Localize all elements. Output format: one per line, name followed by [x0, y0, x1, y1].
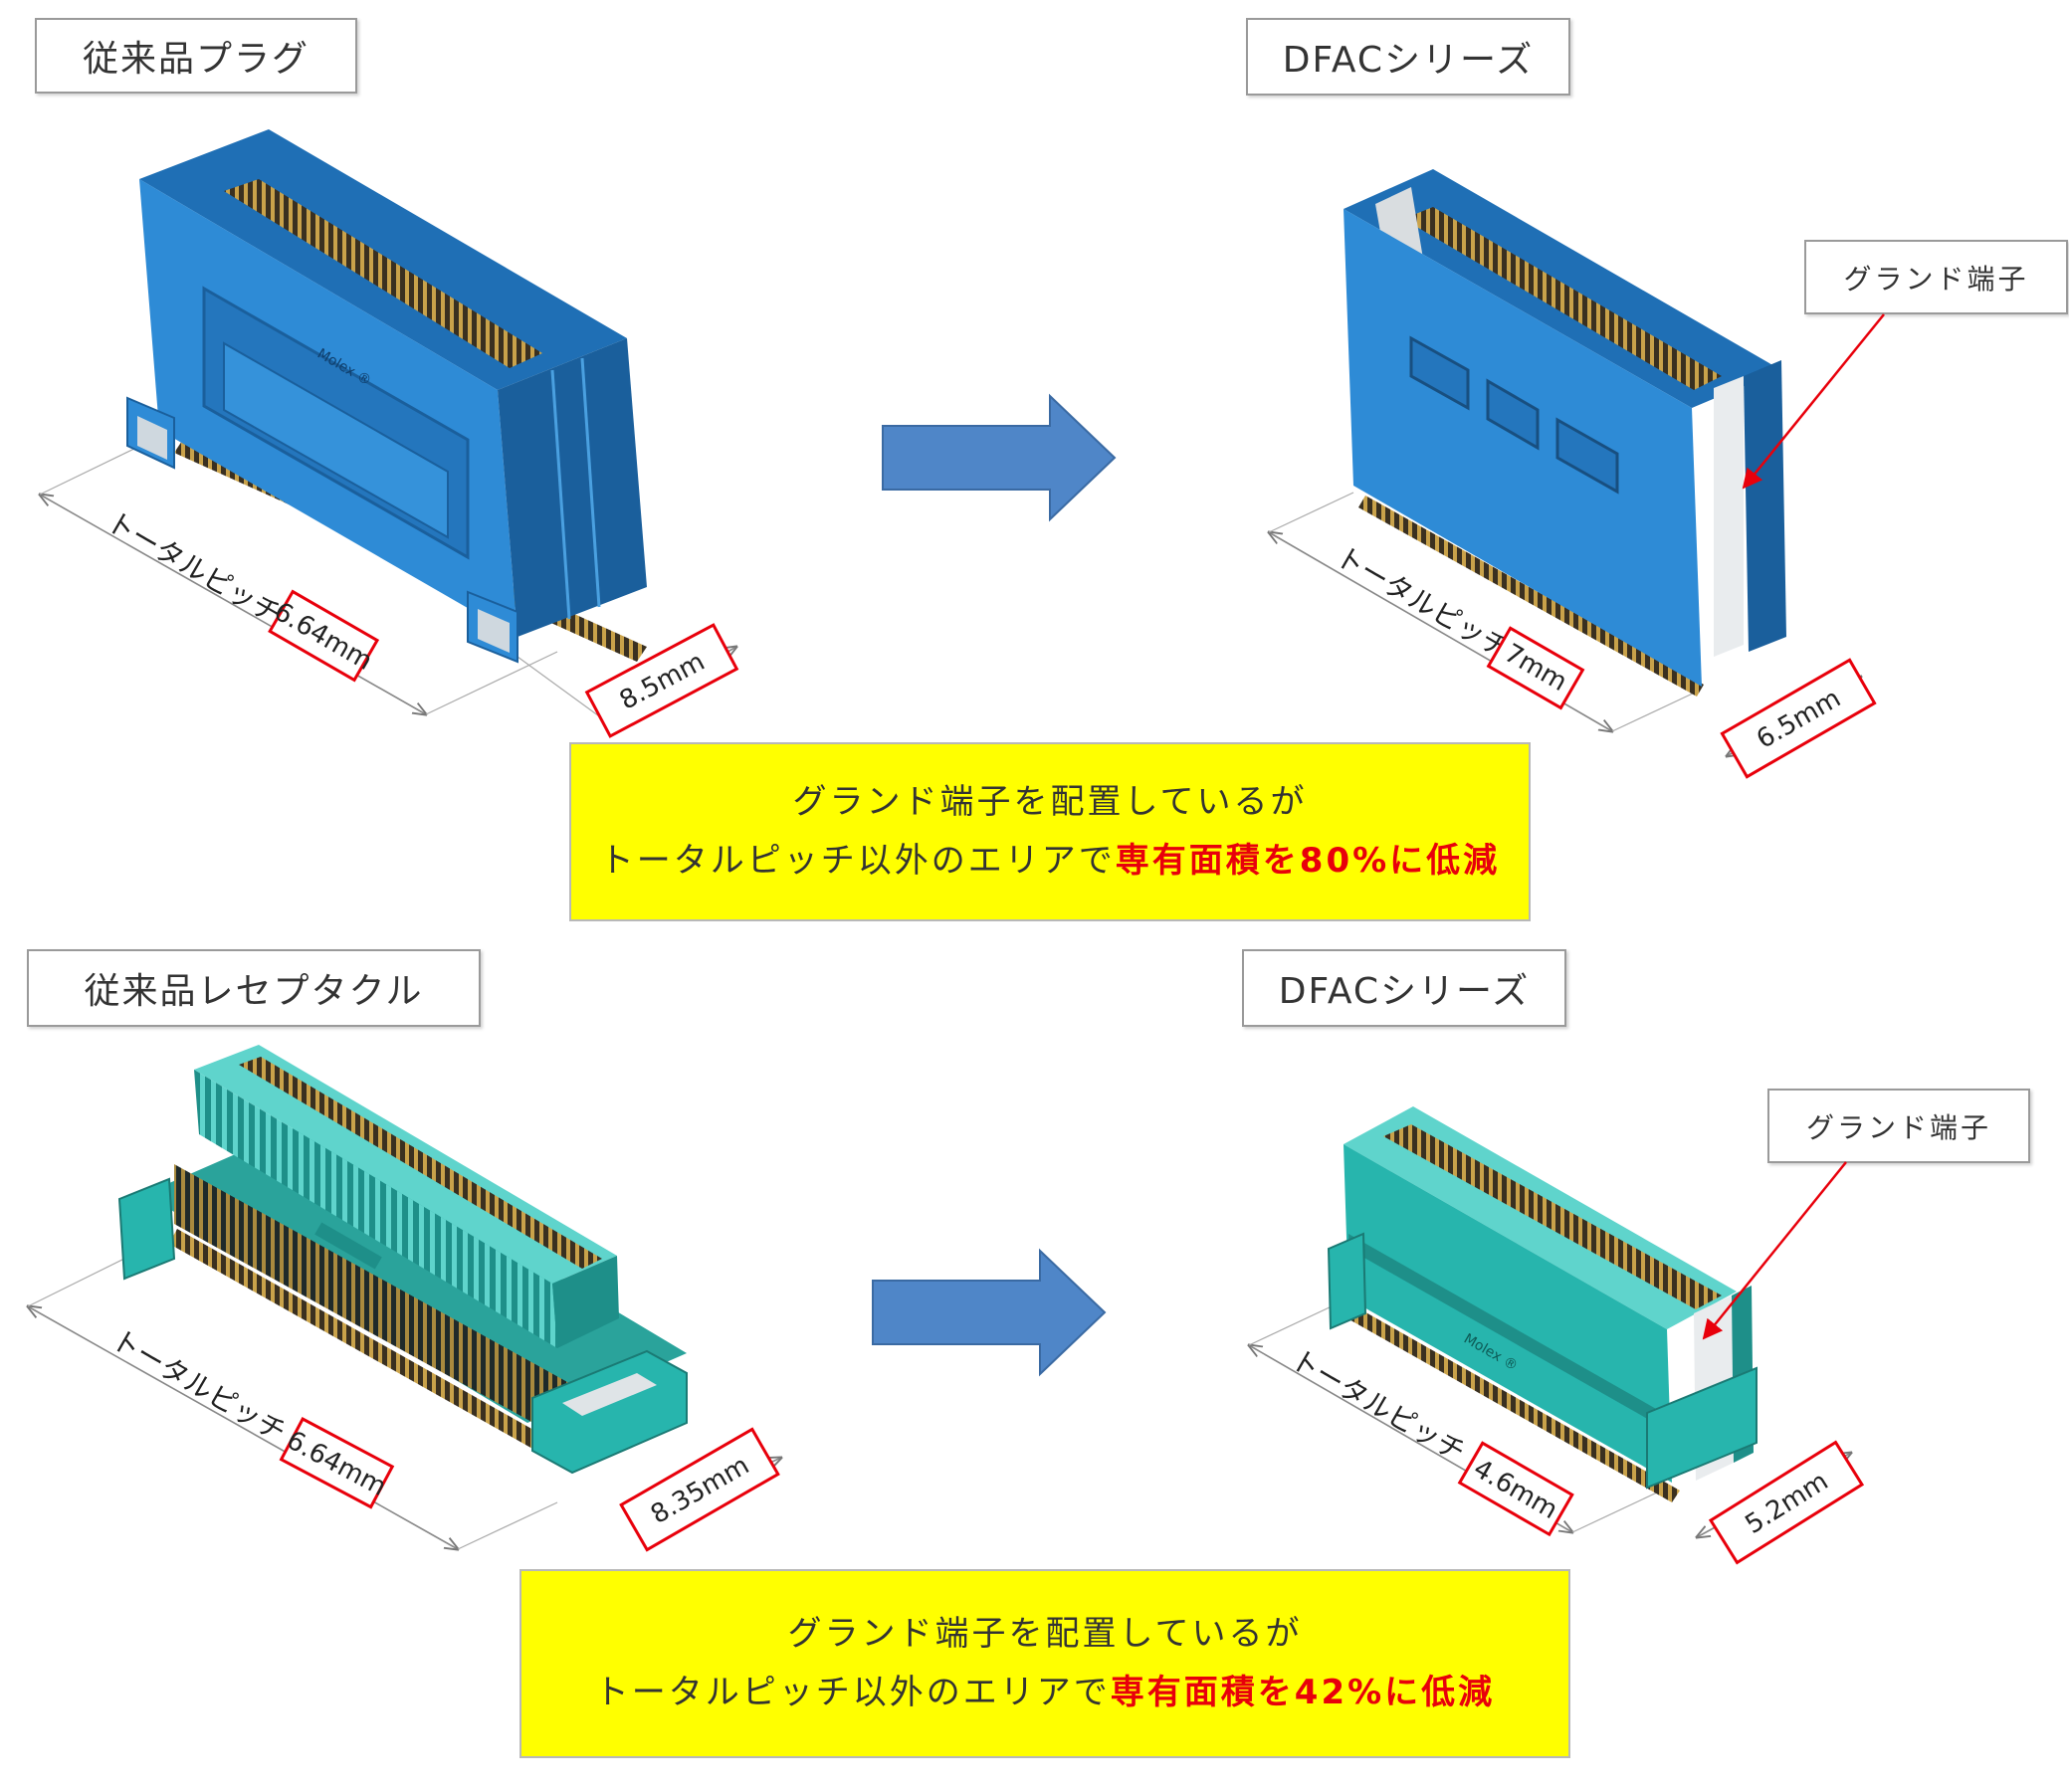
plug-comparison-arrow	[882, 393, 1117, 522]
plug-note-line2: トータルピッチ以外のエリアで専有面積を80%に低減	[600, 832, 1500, 892]
plug-conventional-title: 従来品プラグ	[35, 18, 357, 94]
receptacle-note-line1: グランド端子を配置しているが	[787, 1613, 1303, 1654]
receptacle-conventional-title: 従来品レセプタクル	[27, 949, 481, 1027]
receptacle-dfac-illustration: Molex ® トータルピッチ + 4.6mm 5.2mm	[1249, 1106, 1865, 1565]
plug-reduction-note: グランド端子を配置しているが トータルピッチ以外のエリアで専有面積を80%に低減	[569, 742, 1531, 921]
plug-dfac-illustration: トータルピッチ + 7mm 6.5mm	[1269, 169, 1885, 779]
receptacle-conventional-illustration: トータルピッチ + 6.64mm 8.35mm	[28, 1045, 781, 1552]
plug-note-line1: グランド端子を配置しているが	[792, 781, 1308, 822]
plug-conventional-illustration: Molex ® トータルピッチ + 6.64mm 8.5mm	[40, 129, 736, 738]
receptacle-comparison-arrow	[872, 1248, 1107, 1377]
receptacle-dfac-title: DFACシリーズ	[1242, 949, 1566, 1027]
receptacle-note-highlight: 専有面積を42%に低減	[1110, 1673, 1496, 1712]
receptacle-note-line2-prefix: トータルピッチ以外のエリアで	[594, 1673, 1111, 1712]
plug-dfac-title: DFACシリーズ	[1246, 18, 1570, 96]
receptacle-ground-terminal-label: グランド端子	[1767, 1089, 2030, 1163]
plug-ground-terminal-label: グランド端子	[1804, 240, 2068, 314]
receptacle-reduction-note: グランド端子を配置しているが トータルピッチ以外のエリアで専有面積を42%に低減	[519, 1569, 1570, 1758]
plug-note-line2-prefix: トータルピッチ以外のエリアで	[599, 841, 1116, 881]
receptacle-note-line2: トータルピッチ以外のエリアで専有面積を42%に低減	[595, 1664, 1495, 1723]
plug-note-highlight: 専有面積を80%に低減	[1115, 841, 1501, 881]
